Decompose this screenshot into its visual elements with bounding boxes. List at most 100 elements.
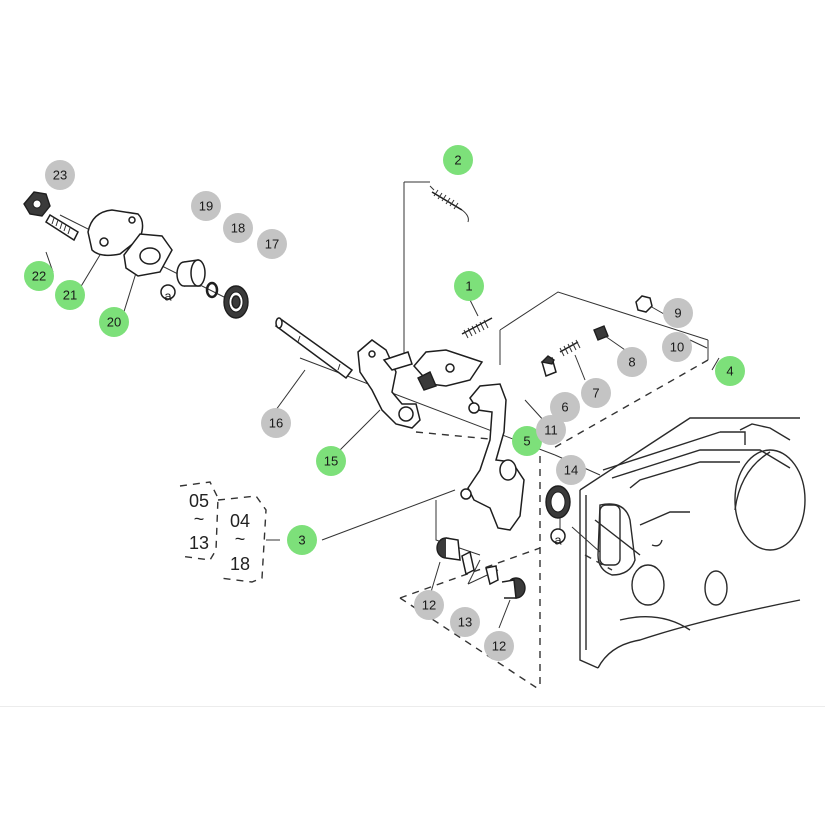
callout-label: 3 — [298, 533, 305, 548]
serial-right-top: 04 — [230, 511, 250, 531]
callout-label: 8 — [628, 355, 635, 370]
callout-4: 4 — [715, 356, 745, 386]
callout-11: 11 — [536, 415, 566, 445]
callout-12b: 12 — [484, 631, 514, 661]
part-23-nut — [23, 191, 51, 217]
part-13-pins — [461, 550, 499, 586]
serial-right-bottom: 18 — [230, 554, 250, 574]
callout-label: 22 — [32, 269, 46, 284]
callout-label: 1 — [465, 279, 472, 294]
serial-right-tilde: ~ — [235, 529, 246, 549]
callout-circle — [662, 332, 692, 362]
callout-label: 5 — [523, 434, 530, 449]
callout-17: 17 — [257, 229, 287, 259]
callout-6: 6 — [550, 392, 580, 422]
footer-divider — [0, 706, 825, 707]
serial-left-bottom: 13 — [189, 533, 209, 553]
callout-label: 13 — [458, 615, 472, 630]
part-19-bushing — [176, 259, 206, 287]
part-21-cover-plate — [87, 209, 144, 257]
serial-left-tilde: ~ — [194, 509, 205, 529]
callout-label: 15 — [324, 454, 338, 469]
callout-15: 15 — [316, 446, 346, 476]
part-9-nut — [635, 295, 653, 313]
callout-label: 18 — [231, 221, 245, 236]
callout-label: 6 — [561, 400, 568, 415]
part-linkage-plate — [413, 349, 484, 391]
callout-circle — [454, 271, 484, 301]
callout-18: 18 — [223, 213, 253, 243]
callout-label: 9 — [674, 306, 681, 321]
callout-circle — [450, 607, 480, 637]
callout-label: 12 — [492, 639, 506, 654]
callout-22: 22 — [24, 261, 54, 291]
callout-13: 13 — [450, 607, 480, 637]
callout-circle — [45, 160, 75, 190]
callout-8: 8 — [617, 347, 647, 377]
part-12-collar-b — [501, 577, 526, 599]
callout-label: 17 — [265, 237, 279, 252]
callout-label: 16 — [269, 416, 283, 431]
callout-circle — [715, 356, 745, 386]
callout-circle — [24, 261, 54, 291]
part-7-spring — [559, 339, 581, 357]
callout-2: 2 — [443, 145, 473, 175]
callout-label: 20 — [107, 315, 121, 330]
callout-circle — [550, 392, 580, 422]
callout-12a: 12 — [414, 590, 444, 620]
callout-circle — [617, 347, 647, 377]
callout-circle — [484, 631, 514, 661]
callout-label: 7 — [592, 386, 599, 401]
part-20-gasket — [123, 233, 176, 300]
callout-10: 10 — [662, 332, 692, 362]
part-16-shaft — [274, 317, 354, 380]
callout-label: 10 — [670, 340, 684, 355]
callout-circle — [287, 525, 317, 555]
callout-circle — [257, 229, 287, 259]
engine-block — [579, 417, 806, 669]
part-18-ring — [205, 281, 219, 299]
callout-14: 14 — [556, 455, 586, 485]
callout-label: 2 — [454, 153, 461, 168]
callout-3: 3 — [287, 525, 317, 555]
callout-circle — [261, 408, 291, 438]
part-8-plug — [593, 325, 609, 341]
callout-23: 23 — [45, 160, 75, 190]
callout-5: 5 — [512, 426, 542, 456]
callout-label: 11 — [544, 423, 558, 438]
callout-7: 7 — [581, 378, 611, 408]
callout-label: 21 — [63, 288, 77, 303]
callout-16: 16 — [261, 408, 291, 438]
callout-1: 1 — [454, 271, 484, 301]
callout-circle — [512, 426, 542, 456]
callout-circle — [99, 307, 129, 337]
callout-circle — [414, 590, 444, 620]
callout-circle — [443, 145, 473, 175]
callout-circle — [55, 280, 85, 310]
part-12-collar-a — [436, 537, 461, 561]
callout-circle — [191, 191, 221, 221]
callout-21: 21 — [55, 280, 85, 310]
callout-19: 19 — [191, 191, 221, 221]
part-2-spring — [429, 185, 469, 223]
marker-a-right: a — [554, 533, 562, 548]
part-6-pin — [540, 355, 557, 378]
part-1-spring — [461, 317, 493, 339]
part-14-bearing — [545, 485, 571, 544]
part-5-fork-lever — [460, 383, 525, 531]
callout-label: 4 — [726, 364, 733, 379]
callout-circle — [316, 446, 346, 476]
callout-circle — [663, 298, 693, 328]
callout-circle — [556, 455, 586, 485]
part-15-lever — [357, 339, 421, 429]
part-17-bearing — [223, 285, 249, 319]
callout-20: 20 — [99, 307, 129, 337]
callout-circle — [581, 378, 611, 408]
callout-label: 23 — [53, 168, 67, 183]
part-22-stud — [44, 213, 79, 242]
marker-a-left: a — [164, 289, 172, 304]
serial-range-group: 05 ~ 13 04 ~ 18 — [179, 481, 280, 583]
callout-label: 14 — [564, 463, 578, 478]
